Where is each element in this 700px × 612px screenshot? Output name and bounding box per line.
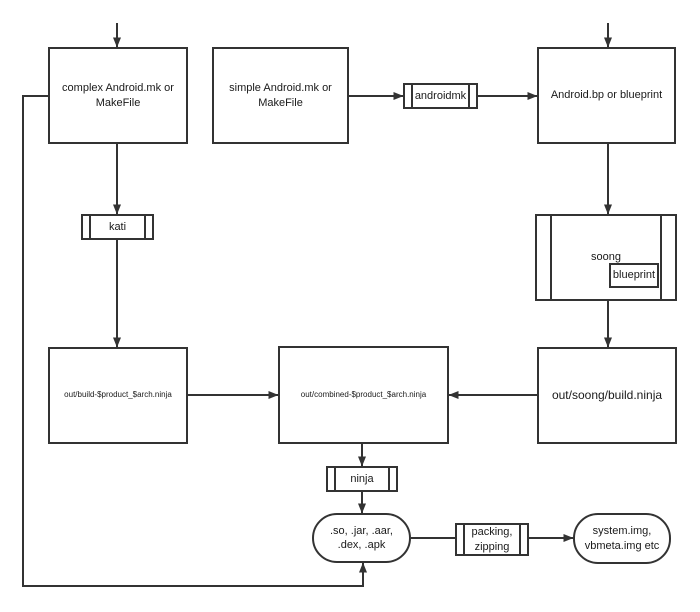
node-soong-tool: soong blueprint [535, 214, 677, 301]
node-androidmk-tool: androidmk [403, 83, 478, 109]
node-label: out/build-$product_$arch.ninja [64, 390, 172, 400]
node-sublabel: blueprint [612, 269, 656, 282]
node-label: .so, .jar, .aar, .dex, .apk [330, 524, 393, 551]
node-label: ninja [350, 472, 374, 485]
node-label: kati [108, 220, 127, 233]
node-soong-blueprint-subbox: blueprint [609, 263, 659, 288]
node-android-bp: Android.bp or blueprint [537, 47, 676, 144]
node-out-soong-build-ninja: out/soong/build.ninja [537, 347, 677, 444]
node-out-combined-ninja: out/combined-$product_$arch.ninja [278, 346, 449, 444]
node-packing-zipping: packing, zipping [455, 523, 529, 556]
node-label: packing, zipping [471, 526, 513, 553]
node-kati-tool: kati [81, 214, 154, 240]
node-label: androidmk [414, 89, 467, 102]
node-complex-android-mk: complex Android.mk or MakeFile [48, 47, 188, 144]
node-label: complex Android.mk or MakeFile [62, 82, 174, 109]
node-out-build-ninja: out/build-$product_$arch.ninja [48, 347, 188, 444]
node-label: out/soong/build.ninja [551, 387, 663, 402]
node-label: simple Android.mk or MakeFile [229, 82, 332, 109]
node-label: out/combined-$product_$arch.ninja [300, 389, 427, 399]
edge-complex-mk-to-artifacts-feedback [22, 95, 367, 587]
node-ninja-tool: ninja [326, 466, 398, 492]
node-label: system.img, vbmeta.img etc [584, 525, 660, 552]
node-build-artifacts: .so, .jar, .aar, .dex, .apk [312, 513, 411, 563]
node-label: soong [591, 251, 621, 263]
node-image-outputs: system.img, vbmeta.img etc [573, 513, 671, 564]
node-simple-android-mk: simple Android.mk or MakeFile [212, 47, 349, 144]
node-label: Android.bp or blueprint [550, 89, 663, 102]
